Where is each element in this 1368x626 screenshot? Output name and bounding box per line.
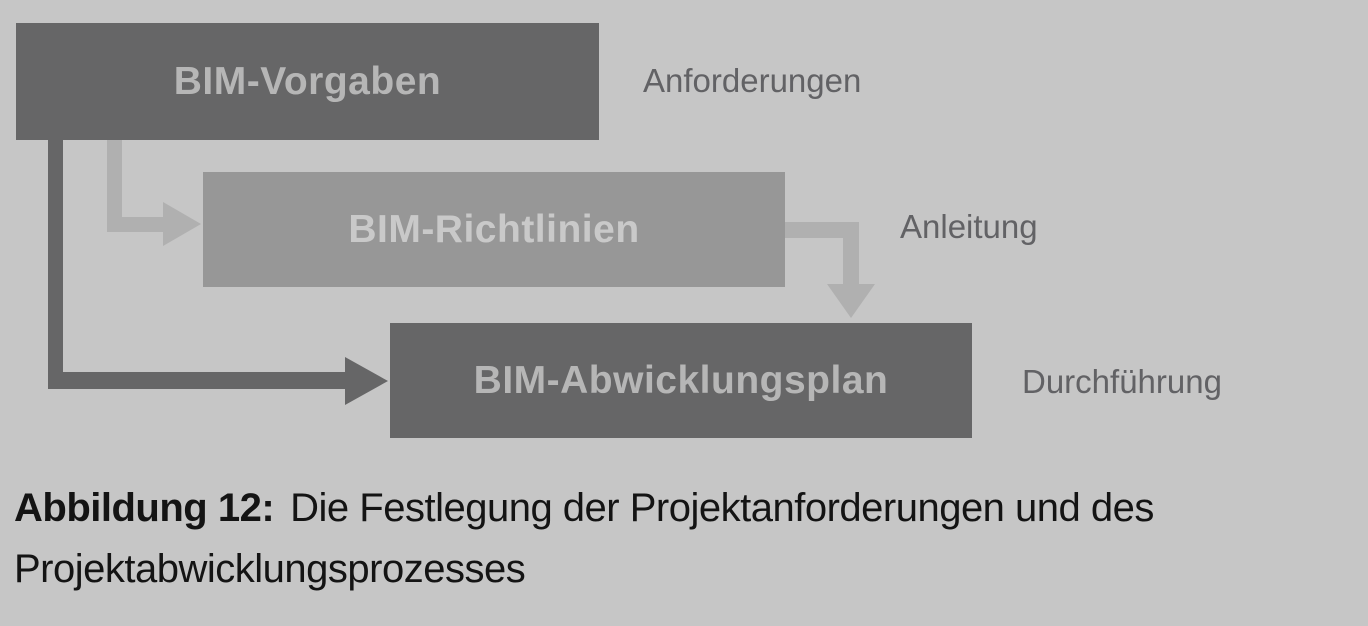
label-anleitung: Anleitung — [900, 208, 1038, 245]
arrow-segment — [107, 140, 122, 232]
arrow-segment — [48, 372, 345, 389]
node-bim-abwicklungsplan-label: BIM-Abwicklungsplan — [473, 358, 889, 402]
arrow-segment — [843, 222, 859, 284]
arrowhead-right-icon — [345, 357, 388, 405]
arrowhead-down-icon — [827, 284, 875, 318]
node-bim-richtlinien-label: BIM-Richtlinien — [348, 207, 640, 251]
node-bim-vorgaben-label: BIM-Vorgaben — [173, 59, 442, 103]
label-durchfuehrung: Durchführung — [1022, 363, 1222, 400]
caption-text-line2: Projektabwicklungsprozesses — [14, 547, 526, 591]
label-anforderungen: Anforderungen — [643, 62, 862, 99]
node-bim-abwicklungsplan: BIM-Abwicklungsplan — [390, 323, 972, 438]
node-bim-vorgaben: BIM-Vorgaben — [16, 23, 599, 140]
caption-figure-number: Abbildung 12: — [14, 486, 275, 530]
figure-caption: Abbildung 12: Die Festlegung der Projekta… — [14, 478, 1358, 600]
arrow-segment — [785, 222, 859, 238]
arrow-segment — [107, 217, 163, 232]
arrowhead-right-icon — [163, 202, 201, 246]
node-bim-richtlinien: BIM-Richtlinien — [203, 172, 785, 287]
arrow-segment — [48, 140, 63, 389]
caption-text-line1: Die Festlegung der Projektanforderungen … — [290, 486, 1154, 530]
